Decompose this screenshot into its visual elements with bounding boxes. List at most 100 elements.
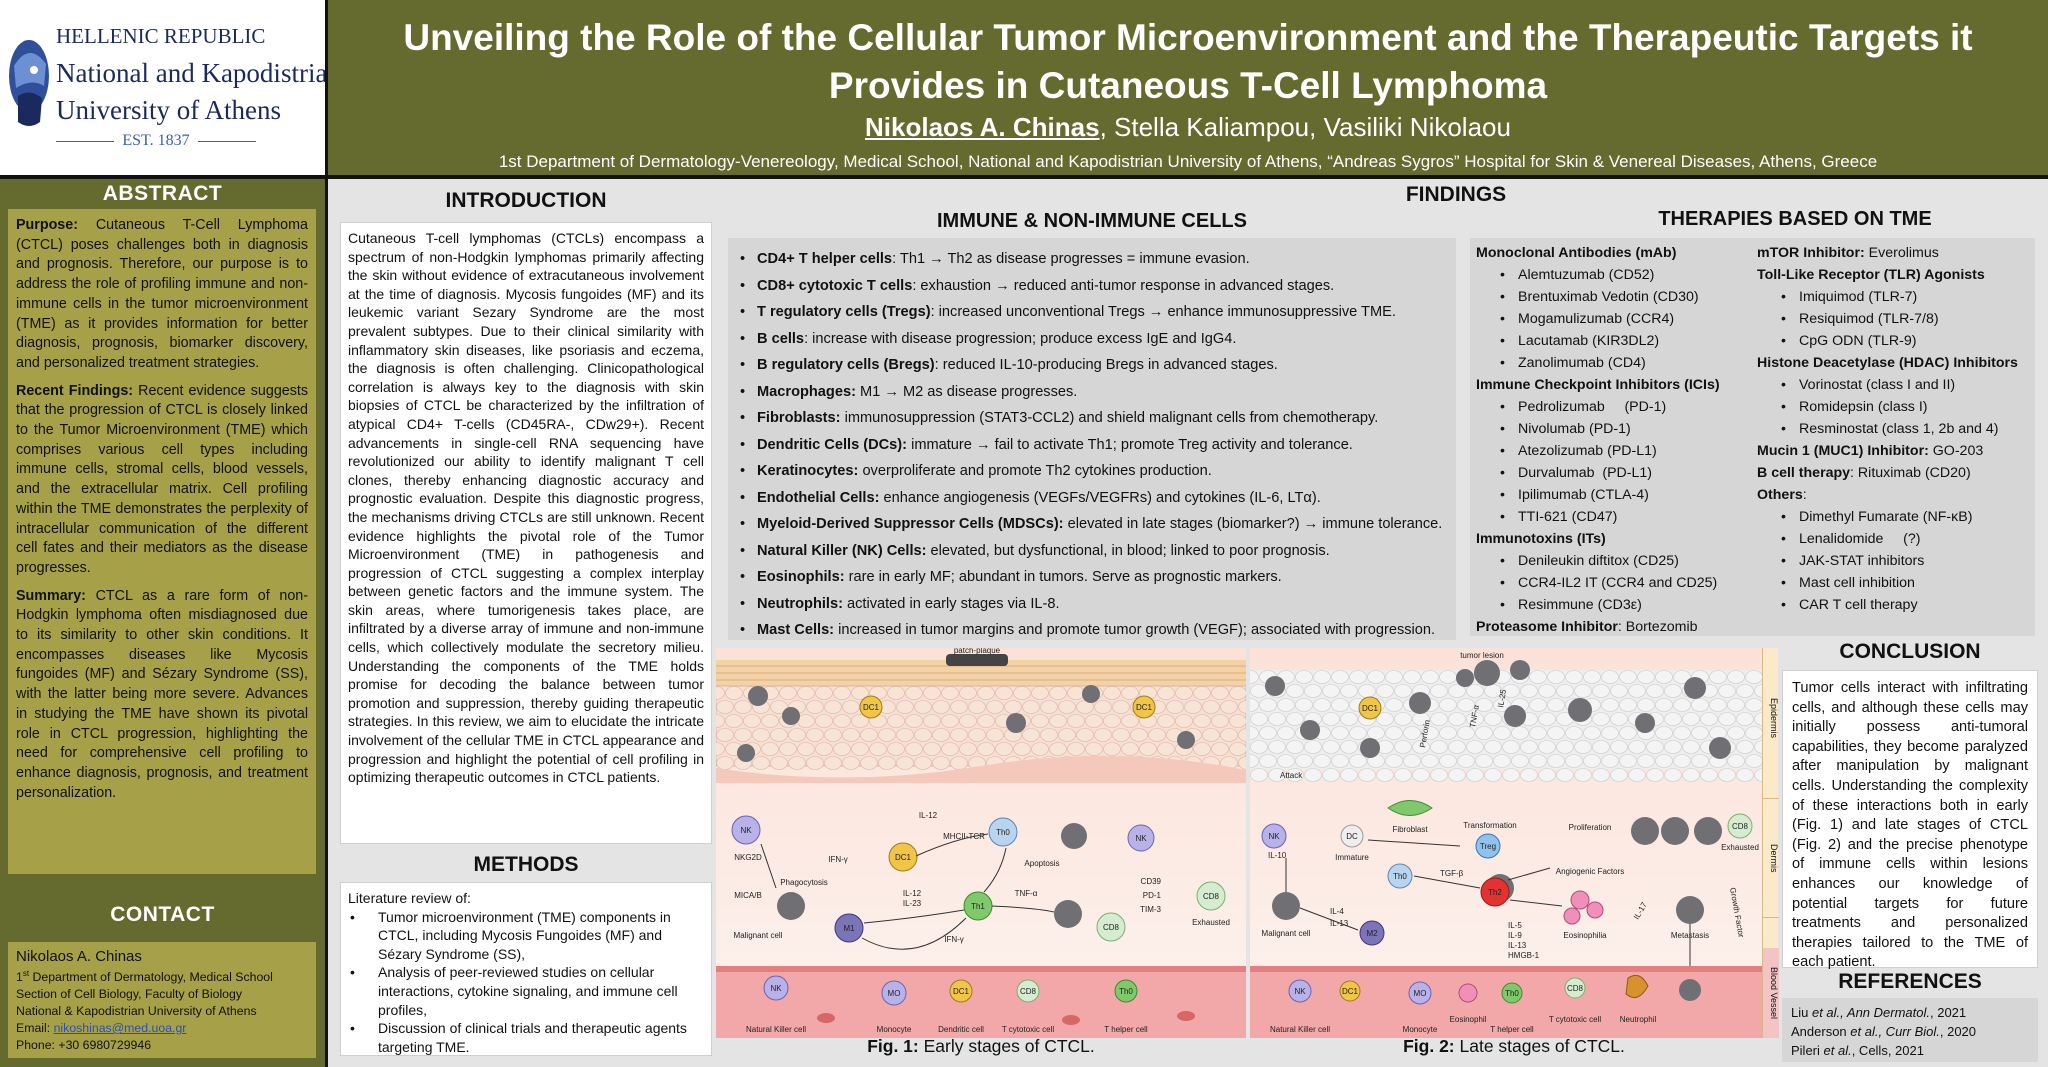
svg-text:tumor lesion: tumor lesion: [1460, 651, 1504, 660]
nk-cell: NK: [731, 815, 761, 845]
header-divider: [0, 175, 2048, 179]
logo-rule-right: [198, 141, 256, 142]
svg-text:Monocyte: Monocyte: [1403, 1025, 1438, 1034]
hdac-item: Romidepsin (class I): [1757, 396, 2032, 418]
co-authors: , Stella Kaliampou, Vasiliki Nikolaou: [1099, 112, 1511, 142]
immunotoxin-item: Denileukin diftitox (CD25): [1476, 550, 1751, 572]
immune-cell-item: Natural Killer (NK) Cells: elevated, but…: [738, 538, 1446, 565]
svg-text:TIM-3: TIM-3: [1140, 905, 1161, 914]
proteasome-inhibitor: Proteasome Inhibitor: Bortezomib: [1476, 619, 1698, 635]
dendritic-cell-1: DC1: [859, 695, 883, 719]
eosinophils: [1563, 890, 1604, 925]
abstract-summary: Summary: CTCL as a rare form of non-Hodg…: [16, 587, 308, 804]
tlr-heading: Toll-Like Receptor (TLR) Agonists: [1757, 267, 1985, 283]
immune-cell-item: T regulatory cells (Tregs): increased un…: [738, 299, 1446, 326]
ici-heading: Immune Checkpoint Inhibitors (ICIs): [1476, 377, 1720, 393]
methods-intro: Literature review of:: [348, 890, 471, 906]
svg-text:HMGB-1: HMGB-1: [1508, 951, 1540, 960]
svg-text:Attack: Attack: [1280, 771, 1303, 780]
immunotoxins-heading: Immunotoxins (ITs): [1476, 531, 1606, 547]
svg-text:Exhausted: Exhausted: [1721, 843, 1759, 852]
svg-text:Th2: Th2: [1488, 888, 1502, 897]
author-list: Nikolaos A. Chinas, Stella Kaliampou, Va…: [328, 112, 2048, 143]
others-item: JAK-STAT inhibitors: [1757, 550, 2032, 572]
svg-text:NKG2D: NKG2D: [734, 853, 762, 862]
affiliation: 1st Department of Dermatology-Venereolog…: [498, 152, 1878, 171]
others-item: Lenalidomide (?): [1757, 528, 2032, 550]
poster-title: Unveiling the Role of the Cellular Tumor…: [328, 14, 2048, 110]
abstract-findings: Recent Findings: Recent evidence suggest…: [16, 382, 308, 579]
mab-item: Mogamulizumab (CCR4): [1476, 308, 1751, 330]
therapies-box: Monoclonal Antibodies (mAb) Alemtuzumab …: [1470, 238, 2035, 636]
dermis-tab: Dermis: [1763, 798, 1779, 918]
svg-text:DC1: DC1: [1362, 704, 1379, 713]
contact-email-link[interactable]: nikoshinas@med.uoa.gr: [53, 1021, 187, 1036]
svg-text:MO: MO: [888, 989, 901, 998]
purpose-label: Purpose:: [16, 217, 78, 233]
vessel-th0: Th0: [1114, 979, 1138, 1003]
hdac-item: Resminostat (class 1, 2b and 4): [1757, 418, 2032, 440]
tlr-item: CpG ODN (TLR-9): [1757, 330, 2032, 352]
ici-item: Atezolizumab (PD-L1): [1476, 440, 1751, 462]
immune-cells-list: CD4+ T helper cells: Th1 → Th2 as diseas…: [738, 246, 1446, 644]
svg-text:Apoptosis: Apoptosis: [1024, 859, 1059, 868]
column-divider: [325, 175, 328, 1067]
svg-text:NK: NK: [740, 826, 752, 835]
svg-text:CD8: CD8: [1203, 892, 1220, 901]
mab-item: Brentuximab Vedotin (CD30): [1476, 286, 1751, 308]
svg-text:TNF-α: TNF-α: [1468, 704, 1481, 728]
reference-item: Pileri et al., Cells, 2021: [1791, 1043, 1924, 1058]
logo-divider: [325, 0, 328, 175]
svg-text:Angiogenic Factors: Angiogenic Factors: [1556, 867, 1624, 876]
svg-text:CD39: CD39: [1141, 877, 1162, 886]
vessel-nk: NK: [1288, 979, 1312, 1003]
signal-arrows: [760, 833, 1055, 950]
svg-text:CD8: CD8: [1732, 822, 1749, 831]
th0-cell: Th0: [1387, 863, 1413, 889]
immune-cell-item: Myeloid-Derived Suppressor Cells (MDSCs)…: [738, 511, 1446, 538]
svg-text:DC1: DC1: [1342, 987, 1359, 996]
svg-text:Neutrophil: Neutrophil: [1620, 1015, 1657, 1024]
svg-text:T cytotoxic cell: T cytotoxic cell: [1549, 1015, 1602, 1024]
immune-cell-item: Mast Cells: increased in tumor margins a…: [738, 617, 1446, 644]
immune-cell-item: Keratinocytes: overproliferate and promo…: [738, 458, 1446, 485]
athena-crest-icon: [9, 40, 49, 126]
vessel-dendritic: DC1: [949, 979, 973, 1003]
figure-1-illustration: patch-plaque DC1 DC1 NK NKG2D MICA/B IFN…: [716, 648, 1246, 1038]
purpose-text: Cutaneous T-Cell Lymphoma (CTCL) poses c…: [16, 217, 308, 371]
logo-line-1: HELLENIC REPUBLIC: [56, 24, 266, 48]
ici-item: Ipilimumab (CTLA-4): [1476, 484, 1751, 506]
immune-cell-item: Dendritic Cells (DCs): immature → fail t…: [738, 432, 1446, 459]
mtor-inhibitor: mTOR Inhibitor: Everolimus: [1757, 245, 1939, 261]
methods-item: Analysis of peer-reviewed studies on cel…: [348, 963, 704, 1019]
figure-1-early-stages: patch-plaque DC1 DC1 NK NKG2D MICA/B IFN…: [716, 648, 1246, 1038]
university-logo: HELLENIC REPUBLIC National and Kapodistr…: [0, 0, 341, 175]
title-line-1: Unveiling the Role of the Cellular Tumor…: [403, 17, 1973, 58]
svg-text:IL-4: IL-4: [1330, 907, 1344, 916]
vessel-eosinophil: [1458, 983, 1478, 1003]
presenting-author: Nikolaos A. Chinas: [865, 112, 1100, 142]
left-column: ABSTRACT Purpose: Cutaneous T-Cell Lymph…: [0, 179, 325, 1067]
svg-text:M1: M1: [843, 924, 855, 933]
contact-section: Section of Cell Biology, Faculty of Biol…: [16, 987, 243, 1002]
svg-text:Eosinophilia: Eosinophilia: [1563, 931, 1607, 940]
svg-text:MHCII-TCR: MHCII-TCR: [943, 832, 985, 841]
vessel-nk: NK: [763, 975, 789, 1001]
conclusion-text: Tumor cells interact with infiltrating c…: [1792, 680, 2028, 971]
svg-text:DC1: DC1: [895, 853, 912, 862]
m2-macrophage: M2: [1359, 920, 1385, 946]
svg-text:IFN-γ: IFN-γ: [828, 855, 848, 864]
immune-cells-box: CD4+ T helper cells: Th1 → Th2 as diseas…: [728, 238, 1456, 643]
contact-name: Nikolaos A. Chinas: [16, 948, 142, 965]
ici-item: Nivolumab (PD-1): [1476, 418, 1751, 440]
svg-text:MO: MO: [1414, 989, 1427, 998]
mab-item: Alemtuzumab (CD52): [1476, 264, 1751, 286]
svg-text:Transformation: Transformation: [1463, 821, 1517, 830]
svg-text:Th0: Th0: [1393, 872, 1407, 881]
methods-heading: METHODS: [473, 853, 579, 876]
svg-text:Dendritic cell: Dendritic cell: [938, 1025, 984, 1034]
therapies-column-2: mTOR Inhibitor: Everolimus Toll-Like Rec…: [1757, 242, 2032, 616]
svg-text:NK: NK: [770, 984, 782, 993]
svg-text:IL-12: IL-12: [919, 811, 938, 820]
svg-text:T helper cell: T helper cell: [1104, 1025, 1148, 1034]
